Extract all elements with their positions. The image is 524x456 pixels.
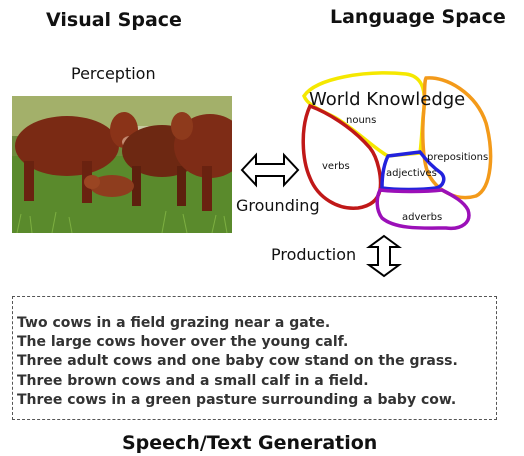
perception-label: Perception	[71, 64, 156, 83]
generated-sentence: Three cows in a green pasture surroundin…	[17, 392, 457, 408]
cows-in-field-photo-icon	[12, 96, 232, 233]
generated-sentence: The large cows hover over the young calf…	[17, 334, 349, 350]
production-double-arrow-icon	[366, 234, 402, 278]
prepositions-region	[421, 76, 493, 200]
region-label-prepositions: prepositions	[427, 152, 488, 163]
verbs-region	[301, 103, 383, 210]
region-label-adjectives: adjectives	[386, 168, 437, 179]
generation-title: Speech/Text Generation	[122, 432, 378, 454]
grounding-double-arrow-icon	[240, 152, 300, 188]
region-label-nouns: nouns	[346, 115, 376, 126]
adverbs-region	[375, 188, 471, 231]
adjectives-region	[380, 150, 446, 192]
production-label: Production	[271, 245, 357, 264]
region-label-verbs: verbs	[322, 161, 350, 172]
generated-sentence: Three brown cows and a small calf in a f…	[17, 373, 369, 389]
generated-sentence: Two cows in a field grazing near a gate.	[17, 315, 331, 331]
visual-space-title: Visual Space	[46, 9, 182, 31]
generation-output-box: Two cows in a field grazing near a gate.…	[12, 296, 497, 420]
region-label-adverbs: adverbs	[402, 212, 442, 223]
grounding-label: Grounding	[236, 196, 320, 215]
language-regions-diagram: nouns verbs adjectives prepositions adve…	[301, 71, 493, 231]
world-knowledge-title: World Knowledge	[309, 89, 466, 110]
language-space-title: Language Space	[330, 6, 506, 28]
generated-sentence: Three adult cows and one baby cow stand …	[17, 353, 458, 369]
cows-photo	[12, 96, 232, 233]
